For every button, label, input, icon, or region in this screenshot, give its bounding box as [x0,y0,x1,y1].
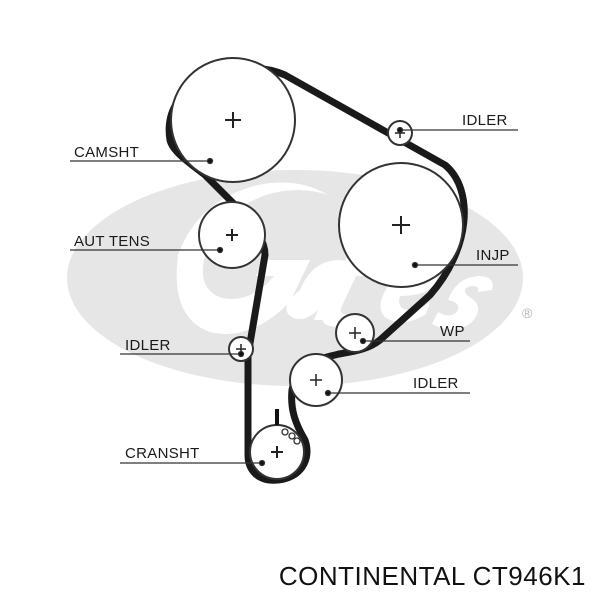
label-idler-top: IDLER [462,112,508,129]
leader-lines [70,126,518,467]
idler-bottom-pulley [289,353,343,407]
registered-mark: ® [522,305,533,321]
label-idler-bottom: IDLER [413,375,459,392]
label-aut-tens: AUT TENS [74,233,150,250]
label-cransht: CRANSHT [125,445,200,462]
auto-tensioner-pulley [198,201,266,269]
camshaft-pulley [170,57,296,183]
idler-left-pulley [228,336,254,362]
label-idler-left: IDLER [125,337,171,354]
label-camsht: CAMSHT [74,144,139,161]
injection-pump-pulley [338,162,464,288]
label-injp: INJP [476,247,510,264]
label-wp: WP [440,323,465,340]
product-caption: CONTINENTAL CT946K1 [278,561,586,591]
water-pump-pulley [335,313,375,353]
